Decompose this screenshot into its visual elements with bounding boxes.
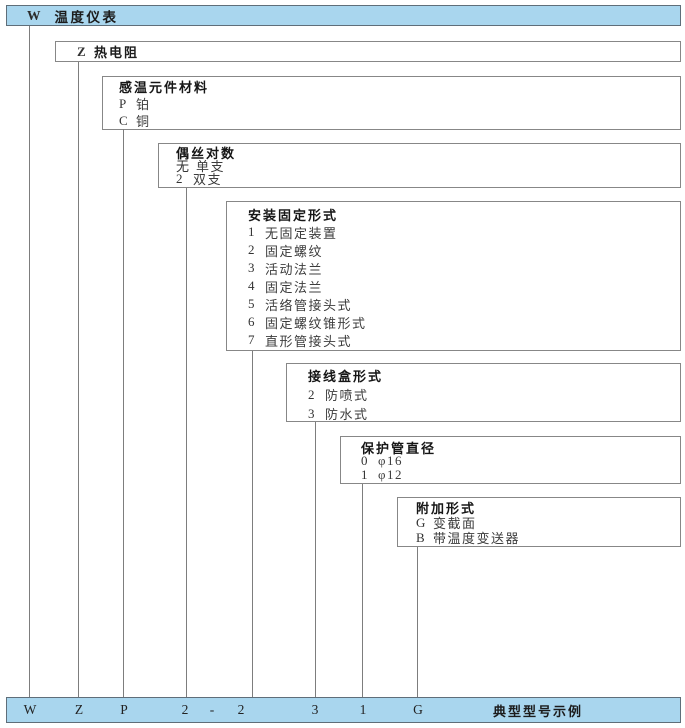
box-title-row: 保护管直径 [361, 440, 680, 456]
option-row: 7 直形管接头式 [248, 331, 680, 349]
box-protection-tube-diameter: 保护管直径 0 φ16 1 φ12 [340, 436, 681, 484]
option-code: 6 [248, 314, 255, 329]
option-row: C 铜 [119, 112, 680, 130]
series-label: 温度仪表 [54, 9, 119, 25]
box-title-row: 感温元件材料 [119, 78, 680, 95]
connector-line-z [78, 62, 79, 697]
connector-line-pairs [186, 188, 187, 697]
box-title-row: 接线盒形式 [308, 366, 680, 385]
option-code: 2 [308, 386, 315, 402]
box-wire-pairs: 偶丝对数 无 单支 2 双支 [158, 143, 681, 188]
option-label: 无固定装置 [265, 225, 338, 241]
box-title: 安装固定形式 [248, 207, 339, 223]
option-row: 0 φ16 [361, 453, 680, 468]
option-row: 2 固定螺纹 [248, 241, 680, 259]
box-junction-box-type: 接线盒形式 2 防喷式 3 防水式 [286, 363, 681, 422]
box-mounting-type: 安装固定形式 1 无固定装置 2 固定螺纹 3 活动法兰 4 固定法兰 5 活络… [226, 201, 681, 351]
connector-line-mounting [252, 351, 253, 697]
box-title-row: 偶丝对数 [176, 146, 680, 161]
option-row: 无 单支 [176, 159, 680, 174]
example-code-hyphen: - [209, 702, 215, 717]
example-code-mounting: 2 [237, 702, 245, 717]
box-title-row: 安装固定形式 [248, 205, 680, 223]
option-code: 3 [308, 405, 315, 421]
type-code: Z [77, 43, 86, 59]
box-title: 保护管直径 [361, 440, 437, 456]
option-row: 6 固定螺纹锥形式 [248, 313, 680, 331]
example-code-w: W [23, 702, 37, 717]
option-row: G 变截面 [416, 514, 680, 532]
option-row: 2 双支 [176, 170, 680, 188]
option-row: P 铂 [119, 95, 680, 113]
connector-line-additional [417, 547, 418, 697]
option-row: 3 防水式 [308, 404, 680, 423]
example-caption: 典型型号示例 [493, 703, 584, 719]
series-bar: W 温度仪表 [6, 5, 681, 26]
box-title: 附加形式 [416, 501, 477, 516]
option-label: 固定法兰 [265, 279, 324, 295]
option-row: 1 无固定装置 [248, 223, 680, 241]
option-row: 1 φ12 [361, 467, 680, 482]
box-title: 偶丝对数 [176, 146, 237, 161]
example-code-junction: 3 [311, 702, 319, 717]
option-label: 活络管接头式 [265, 297, 353, 313]
box-sensor-material: 感温元件材料 P 铂 C 铜 [102, 76, 681, 130]
option-code: 5 [248, 296, 255, 311]
option-code: G [416, 514, 426, 530]
option-code: 1 [361, 467, 368, 482]
option-label: 固定螺纹锥形式 [265, 315, 367, 331]
connector-line-diameter [362, 484, 363, 697]
option-code: C [119, 112, 128, 128]
example-code-additional: G [413, 702, 423, 717]
option-code: P [119, 95, 127, 111]
example-code-z: Z [74, 702, 84, 717]
box-title-row: 附加形式 [416, 500, 680, 516]
box-title: 接线盒形式 [308, 369, 384, 384]
example-code-diameter: 1 [359, 702, 367, 717]
type-row: Z 热电阻 [77, 42, 680, 61]
option-label: 固定螺纹 [265, 243, 324, 259]
option-label: 直形管接头式 [265, 333, 353, 349]
box-title: 感温元件材料 [119, 80, 210, 95]
option-row: 5 活络管接头式 [248, 295, 680, 313]
example-code-p: P [120, 702, 128, 717]
option-label: 防喷式 [325, 388, 369, 403]
box-instrument-type: Z 热电阻 [55, 41, 681, 62]
option-code: 2 [176, 170, 183, 186]
option-label: 变截面 [433, 516, 477, 531]
box-additional-type: 附加形式 G 变截面 B 带温度变送器 [397, 497, 681, 547]
option-row: 4 固定法兰 [248, 277, 680, 295]
option-label: φ12 [378, 467, 404, 482]
connector-line-p [123, 129, 124, 697]
option-label: 铂 [136, 97, 151, 112]
option-code: 2 [248, 242, 255, 257]
connector-line-junction [315, 422, 316, 697]
option-code: 0 [361, 453, 368, 468]
option-label: 铜 [136, 114, 151, 129]
option-label: 带温度变送器 [433, 531, 521, 546]
example-code-pairs: 2 [181, 702, 189, 717]
connector-line-w [29, 26, 30, 697]
option-code: 3 [248, 260, 255, 275]
option-row: 3 活动法兰 [248, 259, 680, 277]
option-code: 无 [176, 159, 190, 174]
option-label: 单支 [196, 159, 226, 174]
option-code: B [416, 529, 425, 545]
type-label: 热电阻 [94, 45, 140, 60]
example-model-bar: W Z P 2 - 2 3 1 G 典型型号示例 [6, 697, 681, 723]
option-code: 7 [248, 332, 255, 347]
option-row: 2 防喷式 [308, 385, 680, 404]
option-label: φ16 [378, 453, 404, 468]
option-label: 双支 [193, 172, 223, 187]
option-label: 活动法兰 [265, 261, 324, 277]
option-code: 4 [248, 278, 255, 293]
series-code: W [27, 7, 41, 23]
option-code: 1 [248, 224, 255, 239]
option-row: B 带温度变送器 [416, 529, 680, 547]
option-label: 防水式 [325, 407, 369, 422]
